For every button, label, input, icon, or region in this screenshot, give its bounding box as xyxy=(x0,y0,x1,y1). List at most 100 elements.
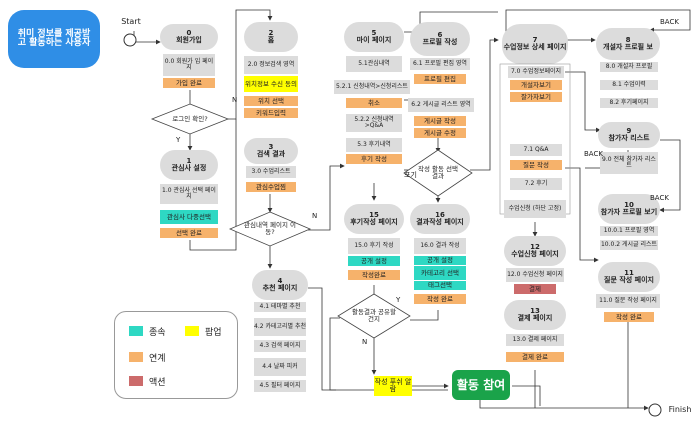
search-area: 2.0 정보검색 영역 xyxy=(244,56,298,74)
node-title: 검색 결과 xyxy=(256,150,286,158)
category-select[interactable]: 카테고리 선택 xyxy=(414,266,466,280)
payment-action[interactable]: 결제 xyxy=(514,284,556,294)
node-number: 1 xyxy=(186,156,192,165)
activity-participation[interactable]: 활동 참여 xyxy=(452,370,510,400)
node-title: 후기작성 페이지 xyxy=(350,218,398,226)
keyword-input-action[interactable]: 키워드입력 xyxy=(244,108,298,118)
back-label: BACK xyxy=(660,18,679,26)
node-number: 15 xyxy=(369,210,379,219)
interest-page-check: 관심내역 페이지 이동? xyxy=(244,221,296,236)
tag-select[interactable]: 태그선택 xyxy=(414,281,466,290)
post-list: 10.0.2 게시글 리스트 xyxy=(600,240,658,250)
legend-label: 종속 xyxy=(149,328,166,338)
public-setting[interactable]: 공개 설정 xyxy=(348,256,400,266)
post-list-area: 6.2 게시글 리스트 영역 xyxy=(408,98,474,112)
view-host-action[interactable]: 개설자보기 xyxy=(510,80,562,90)
node-title: 수업신청 페이지 xyxy=(511,250,559,258)
select-complete-action[interactable]: 선택 완료 xyxy=(160,228,218,238)
search-page: 4.3 검색 페이지 xyxy=(254,340,306,352)
node-title: 홈 xyxy=(267,36,275,44)
review-write-area: 15.0 후기 작성 xyxy=(348,238,400,254)
node-title: 프로필 작성 xyxy=(422,38,458,46)
class-qna: 7.1 Q&A xyxy=(510,144,562,156)
edge-label-n: N xyxy=(312,212,318,220)
edge-label-n: N xyxy=(362,338,368,346)
favorite-class-action[interactable]: 관심수업찜 xyxy=(246,182,296,192)
share-result-check: 활동결과 공유할건지 xyxy=(352,308,396,323)
profile-edit-area: 6.1 프로필 편집 영역 xyxy=(410,58,470,70)
persona-label: 취미 정보를 제공받고 활동하는 사용자 xyxy=(8,10,100,68)
view-participants-action[interactable]: 잘가자보기 xyxy=(510,92,562,102)
legend-swatch-action xyxy=(129,376,143,386)
write-push-notification: 작성 푸쉬 알람 xyxy=(374,376,412,396)
edge-label-y: Y xyxy=(396,296,401,304)
write-complete-action[interactable]: 작성완료 xyxy=(348,270,400,280)
legend-label: 연계 xyxy=(149,354,166,364)
login-check: 로그인 확인? xyxy=(172,114,208,123)
node-number: 2 xyxy=(268,28,274,37)
edge-label-n: N xyxy=(232,96,238,104)
write-question-action[interactable]: 질문 작성 xyxy=(510,160,562,170)
node-title: 결과작성 페이지 xyxy=(416,218,464,226)
interest-multiselect[interactable]: 관심사 다중선택 xyxy=(160,210,218,224)
node-number: 3 xyxy=(268,142,274,151)
public-setting[interactable]: 공개 설정 xyxy=(414,256,466,265)
back-label: BACK xyxy=(584,150,603,158)
node-title: 추천 페이지 xyxy=(262,284,298,292)
node-number: 16 xyxy=(435,210,445,219)
node-number: 9 xyxy=(626,126,632,135)
signup-complete-action[interactable]: 가입 완료 xyxy=(163,78,215,88)
write-complete-action[interactable]: 작성 완료 xyxy=(604,312,654,322)
date-picker: 4.4 날짜 피커 xyxy=(254,358,306,376)
node-title: 수업정보 상세 페이지 xyxy=(503,43,567,51)
apply-page: 12.0 수업신청 페이지 xyxy=(506,268,564,282)
node-number: 8 xyxy=(625,35,631,44)
write-complete-action[interactable]: 작성 완료 xyxy=(414,294,466,304)
write-review-action[interactable]: 후기 작성 xyxy=(346,154,402,164)
legend-swatch-dependent xyxy=(129,326,143,336)
start-label: Start xyxy=(121,16,141,26)
theme-recommend: 4.1 테마별 추천 xyxy=(254,302,306,312)
write-post-action[interactable]: 게시글 작성 xyxy=(414,116,466,126)
class-info-page: 7.0 수업정보페이지 xyxy=(508,66,564,78)
node-title: 관심사 설정 xyxy=(171,164,207,172)
node-number: 12 xyxy=(530,242,540,251)
legend-swatch-popup xyxy=(185,326,199,336)
legend-swatch-linked xyxy=(129,352,143,362)
apply-fixed-bottom[interactable]: 수업신청 (하단 고정) xyxy=(504,200,566,218)
category-recommend: 4.2 카테고리별 추천 xyxy=(254,318,306,336)
edit-profile-action[interactable]: 프로필 편집 xyxy=(414,74,466,84)
edit-post-action[interactable]: 게시글 수정 xyxy=(414,128,466,138)
question-write-page: 11.0 질문 작성 페이지 xyxy=(596,294,660,308)
node-title: 참가자 리스트 xyxy=(608,134,650,142)
application-qna: 5.2.2 신청내역>Q&A xyxy=(346,114,402,132)
payment-complete-action[interactable]: 결제 완료 xyxy=(506,352,564,362)
node-title: 참가자 프로필 보기 xyxy=(600,208,658,216)
payment-page: 13.0 결제 페이지 xyxy=(506,334,564,346)
location-select-action[interactable]: 위치 선택 xyxy=(244,96,298,106)
location-consent-popup[interactable]: 위치정보 수신 동의 xyxy=(244,76,298,92)
legend: 종속 팝업 연계 액션 xyxy=(114,311,238,399)
finish-label: Finish xyxy=(668,404,692,414)
node-title: 개설자 프로필 보 xyxy=(603,43,653,51)
cancel-action[interactable]: 취소 xyxy=(346,98,402,108)
node-number: 6 xyxy=(437,30,443,39)
legend-label: 팝업 xyxy=(205,328,222,338)
